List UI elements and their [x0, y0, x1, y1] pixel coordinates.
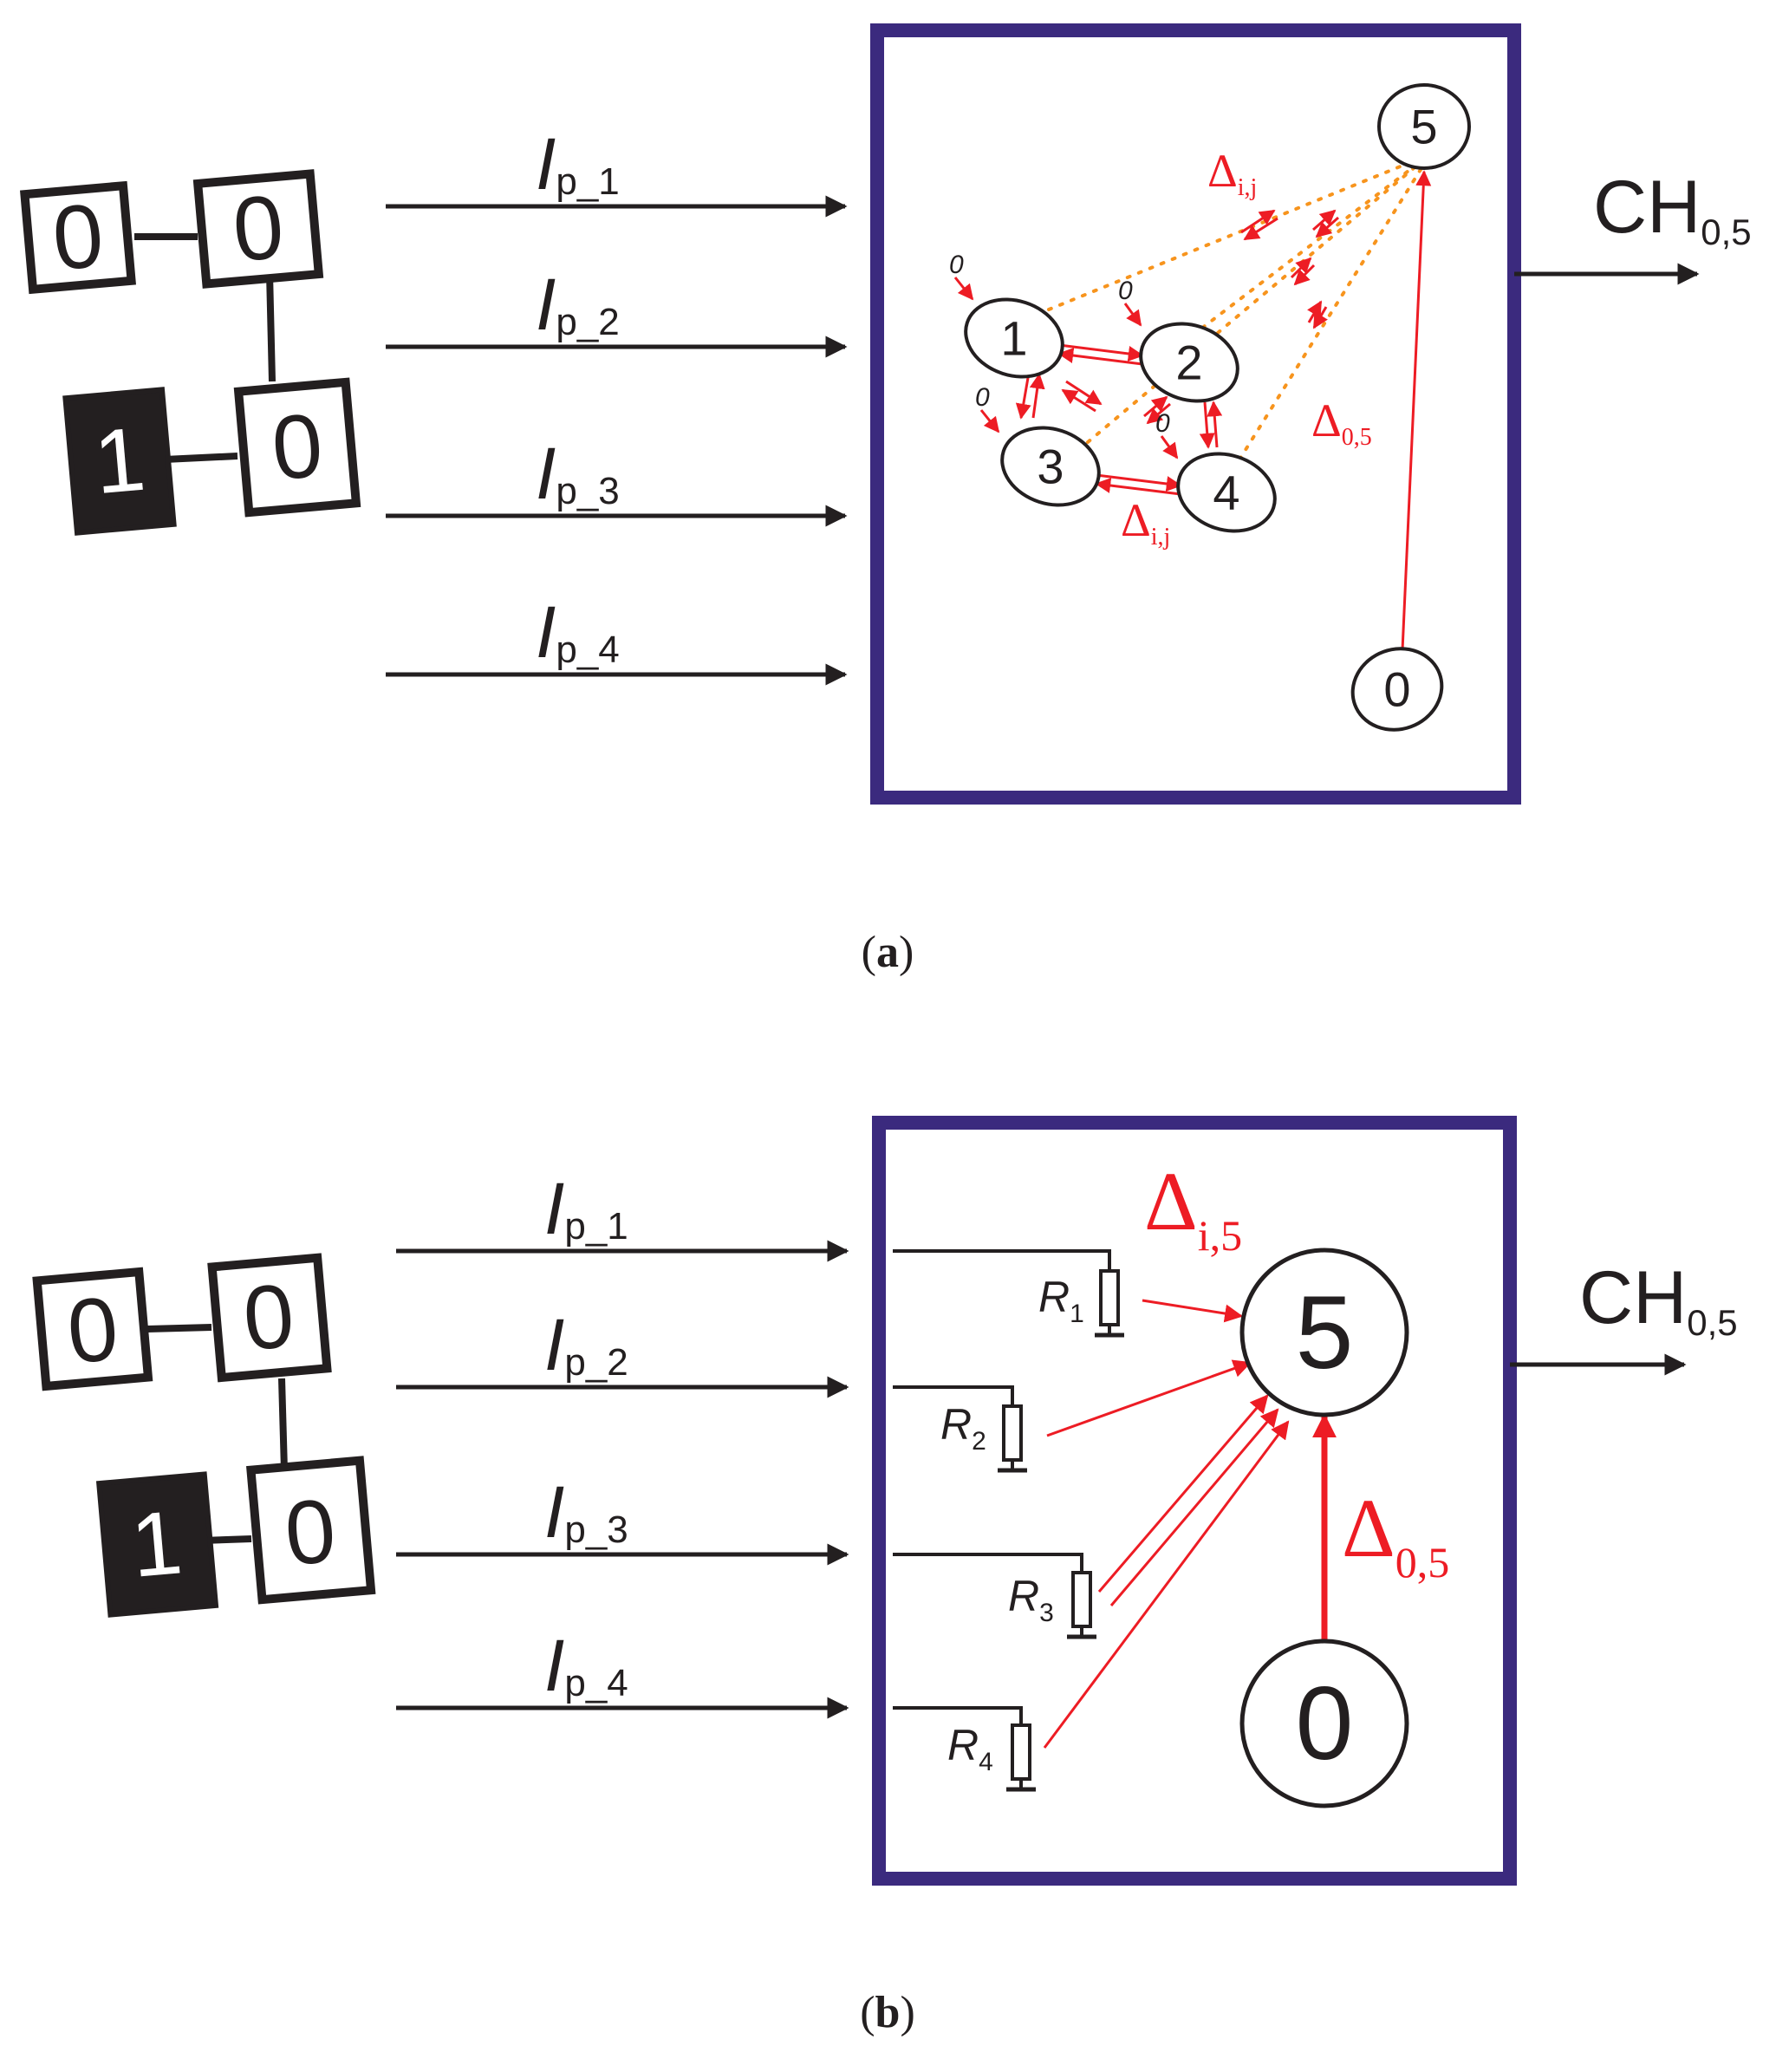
input-arrow-2: Ip_2 — [386, 264, 848, 358]
output-b: CH0,5 — [1510, 1256, 1738, 1376]
resistor-1: R1 — [1038, 1269, 1124, 1338]
block-tl-b: 0 — [32, 1267, 153, 1391]
block-tr-b-label: 0 — [239, 1266, 298, 1371]
resistor-1-label: R1 — [1038, 1273, 1084, 1328]
input-label-2-b: Ip_2 — [544, 1304, 628, 1385]
delta-i5-b: Δi,5 — [1144, 1155, 1242, 1260]
block-bl-b-label: 1 — [127, 1492, 186, 1597]
inputs-b: Ip_1 Ip_2 Ip_3 Ip_4 — [396, 1168, 849, 1719]
input-arrow-2-b: Ip_2 — [396, 1304, 849, 1398]
output-label-a: CH0,5 — [1593, 166, 1752, 252]
node-5-label: 5 — [1410, 100, 1437, 154]
block-structure-a: 0 0 1 0 — [20, 169, 361, 536]
small-zero-3: 0 — [975, 383, 990, 412]
input-arrow-1: Ip_1 — [386, 123, 848, 218]
node-4-label: 4 — [1213, 466, 1239, 520]
input-label-4-b: Ip_4 — [544, 1625, 628, 1706]
block-tr-label: 0 — [229, 177, 288, 282]
node-3-a: 3 — [1000, 426, 1101, 507]
delta-05-a: Δ0,5 — [1311, 394, 1372, 451]
system-frame-b — [872, 1116, 1517, 1886]
panel-a: 0 0 1 0 Ip_1 Ip_2 — [20, 23, 1752, 977]
input-label-4: Ip_4 — [536, 591, 620, 673]
block-br: 0 — [233, 377, 361, 518]
node-1-label: 1 — [1000, 311, 1027, 366]
arrow-0-to-5-a — [1401, 170, 1432, 651]
block-link-vertical — [266, 272, 276, 382]
resistor-4: R4 — [947, 1721, 1036, 1792]
node-0-b-label: 0 — [1296, 1665, 1354, 1782]
node-5-b: 5 — [1239, 1248, 1409, 1417]
resistor-4-label: R4 — [947, 1721, 993, 1776]
delta-ij-top-a: Δi,j — [1207, 145, 1257, 201]
input-arrow-1-b: Ip_1 — [396, 1168, 849, 1262]
input-arrow-4-b: Ip_4 — [396, 1625, 849, 1719]
block-br-label: 0 — [268, 395, 327, 500]
block-tl-label: 0 — [49, 186, 107, 290]
input-label-1: Ip_1 — [536, 123, 620, 205]
block-tr-b: 0 — [207, 1253, 332, 1383]
input-label-3: Ip_3 — [536, 433, 620, 514]
system-frame-a — [870, 23, 1521, 805]
block-link-top-b — [146, 1324, 212, 1332]
input-arrow-3: Ip_3 — [386, 433, 848, 527]
output-a: CH0,5 — [1514, 166, 1752, 285]
panel-b: 0 0 1 0 Ip_1 Ip_2 — [32, 1116, 1738, 2037]
node-0-a: 0 — [1350, 647, 1444, 732]
output-label-b: CH0,5 — [1579, 1256, 1738, 1343]
caption-a: (a) — [862, 928, 914, 977]
block-bl-b: 1 — [95, 1471, 219, 1618]
small-zero-inputs-a: 0 0 0 0 — [949, 251, 1179, 459]
dotted-links-to-5 — [1047, 153, 1432, 461]
resistor-3-label: R3 — [1008, 1572, 1054, 1627]
resistor-wires — [893, 1249, 1111, 1725]
caption-b: (b) — [860, 1988, 915, 2037]
input-label-2: Ip_2 — [536, 264, 620, 345]
arrow-r2-to-5 — [1046, 1359, 1252, 1437]
pair-arrows-a — [1015, 343, 1223, 496]
block-bl-label: 1 — [90, 409, 149, 514]
block-link-vertical-b — [278, 1378, 288, 1471]
dotted-pair-arrows-a — [1240, 209, 1339, 329]
input-arrow-4: Ip_4 — [386, 591, 848, 686]
node-2-label: 2 — [1175, 336, 1202, 390]
node-5-b-label: 5 — [1296, 1274, 1354, 1391]
node-2-a: 2 — [1139, 322, 1239, 403]
node-1-a: 1 — [964, 297, 1064, 379]
small-zero-1: 0 — [949, 251, 964, 279]
arrow-r3a-to-5 — [1097, 1394, 1269, 1593]
block-bl: 1 — [62, 387, 177, 536]
node-0-b: 0 — [1239, 1639, 1409, 1808]
block-br-b-label: 0 — [281, 1481, 340, 1586]
block-structure-b: 0 0 1 0 — [32, 1253, 376, 1618]
delta-ij-bottom-a: Δi,j — [1121, 494, 1170, 551]
input-arrow-3-b: Ip_3 — [396, 1471, 849, 1566]
arrows-to-5-b — [1043, 1299, 1290, 1749]
arrow-r1-to-5 — [1142, 1299, 1244, 1323]
node-4-a: 4 — [1176, 452, 1277, 533]
resistor-2-label: R2 — [940, 1400, 986, 1456]
resistor-3: R3 — [1008, 1571, 1096, 1639]
block-tr: 0 — [192, 169, 324, 289]
small-zero-4: 0 — [1155, 409, 1170, 438]
node-5-a: 5 — [1377, 83, 1471, 170]
delta-05-b: Δ0,5 — [1342, 1482, 1449, 1587]
input-label-1-b: Ip_1 — [544, 1168, 628, 1249]
block-tl: 0 — [20, 180, 136, 295]
block-link-bottom — [164, 453, 238, 463]
small-zero-2: 0 — [1118, 277, 1133, 305]
arrow-r3b-to-5 — [1109, 1408, 1279, 1606]
block-br-b: 0 — [246, 1456, 376, 1605]
block-tl-b-label: 0 — [63, 1279, 122, 1384]
node-0-label: 0 — [1383, 662, 1410, 717]
resistor-2: R2 — [940, 1400, 1027, 1473]
arrow-r4-to-5 — [1043, 1420, 1290, 1749]
inputs-a: Ip_1 Ip_2 Ip_3 Ip_4 — [386, 123, 848, 686]
input-label-3-b: Ip_3 — [544, 1471, 628, 1553]
node-3-label: 3 — [1037, 440, 1064, 494]
